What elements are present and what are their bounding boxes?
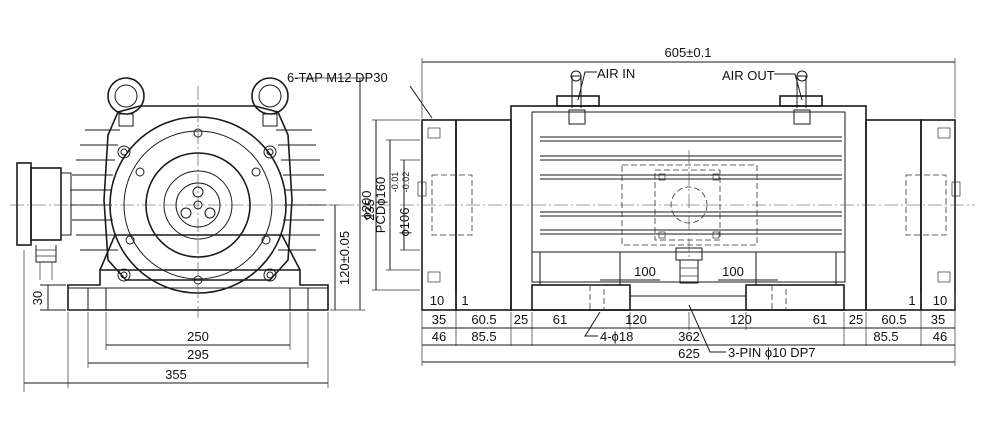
- dim-row2-0: 35: [432, 312, 446, 327]
- dim-row3-3: 85.5: [873, 329, 898, 344]
- dim-355: 355: [165, 367, 187, 382]
- dim-605: 605±0.1: [665, 45, 712, 60]
- dim-30: 30: [30, 291, 45, 305]
- dim-row2-9: 35: [931, 312, 945, 327]
- dim-pcd: PCDϕ160: [373, 177, 388, 233]
- holes-label: 4-ϕ18: [600, 329, 633, 344]
- dim-250: 250: [187, 329, 209, 344]
- dim-row1-d: 10: [933, 293, 947, 308]
- dim-row1-a: 10: [430, 293, 444, 308]
- dim-120-tol: 120±0.05: [337, 231, 352, 285]
- dim-row2-1: 60.5: [471, 312, 496, 327]
- dim-row2-8: 60.5: [881, 312, 906, 327]
- side-view: AIR IN AIR OUT 605±0.1 ϕ200 PCDϕ160 ϕ106…: [359, 45, 975, 366]
- dim-row2-7: 25: [849, 312, 863, 327]
- dim-100-left: 100: [634, 264, 656, 279]
- dim-row3-0: 46: [432, 329, 446, 344]
- dim-235: 235: [362, 199, 377, 221]
- tap-label: 6-TAP M12 DP30: [287, 70, 388, 85]
- pin-label: 3-PIN ϕ10 DP7: [728, 345, 815, 360]
- dim-row1-c: 1: [908, 293, 915, 308]
- dim-row3-4: 46: [933, 329, 947, 344]
- dim-100-right: 100: [722, 264, 744, 279]
- dim-row2-3: 61: [553, 312, 567, 327]
- front-view: 250 295 355 235 120±0.05 30 6-TAP M12 DP…: [10, 70, 433, 392]
- dim-row2-5: 120: [730, 312, 752, 327]
- dim-295: 295: [187, 347, 209, 362]
- dim-row1-b: 1: [461, 293, 468, 308]
- dim-row2-4: 120: [625, 312, 647, 327]
- dim-row3-2: 362: [678, 329, 700, 344]
- tol-upper: -0.01: [390, 172, 400, 193]
- dim-625: 625: [678, 346, 700, 361]
- dim-d200: ϕ200: [359, 191, 374, 220]
- air-in-label: AIR IN: [597, 66, 635, 81]
- dim-row3-1: 85.5: [471, 329, 496, 344]
- dim-row2-2: 25: [514, 312, 528, 327]
- tol-lower: -0.02: [401, 172, 411, 193]
- air-out-label: AIR OUT: [722, 68, 775, 83]
- dim-row2-6: 61: [813, 312, 827, 327]
- dim-d106: ϕ106: [397, 208, 412, 237]
